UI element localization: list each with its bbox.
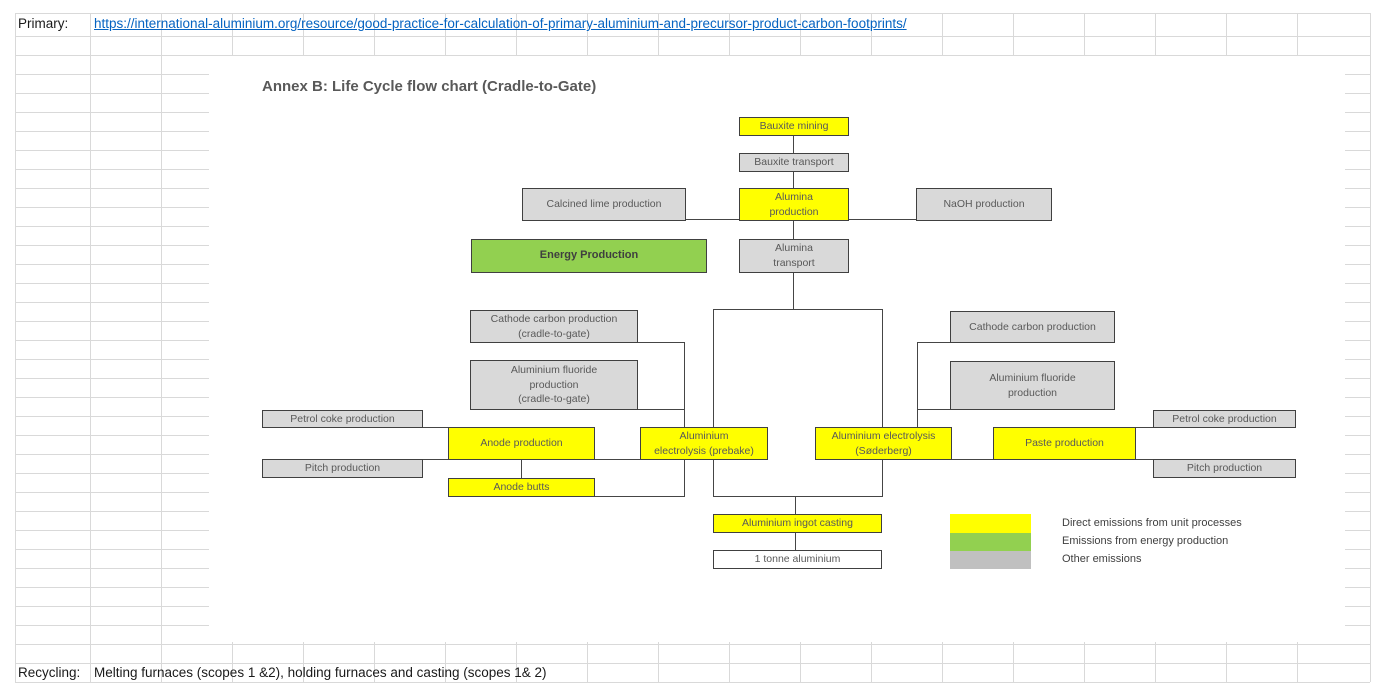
grid-row-line <box>15 13 1370 14</box>
node-aluminium-fluoride-production-left: Aluminium fluoride production (cradle-to… <box>470 360 638 410</box>
node-label: (cradle-to-gate) <box>518 327 590 340</box>
node-label: NaOH production <box>943 198 1025 211</box>
grid-row-line <box>15 663 1370 664</box>
bus-left-upper <box>684 342 685 427</box>
connector-soderberg-paste <box>952 459 993 460</box>
node-label: Cathode carbon production <box>969 320 1096 333</box>
node-pitch-production-right: Pitch production <box>1153 459 1296 478</box>
node-naoh-production: NaOH production <box>916 188 1052 221</box>
node-label: Aluminium electrolysis <box>831 429 936 442</box>
node-label: Cathode carbon production <box>490 312 618 325</box>
connector-anodebutts-bus <box>595 496 685 497</box>
node-label: Bauxite transport <box>754 156 834 169</box>
connector-aluminatransport-electrolysis <box>793 273 794 309</box>
connector-ingot-tonne <box>795 533 796 550</box>
grid-row-line <box>15 36 1370 37</box>
legend-label-direct-emissions: Direct emissions from unit processes <box>1062 517 1242 529</box>
node-label: Calcined lime production <box>546 198 662 211</box>
node-label: Pitch production <box>304 462 381 475</box>
legend-swatch-energy-emissions <box>950 533 1031 551</box>
node-anode-production: Anode production <box>448 427 595 460</box>
node-label: (Søderberg) <box>855 444 912 457</box>
connector-electrolysis-ingot <box>795 497 796 514</box>
node-label: production <box>769 205 819 218</box>
node-label: Aluminium fluoride <box>989 371 1076 384</box>
node-label: (cradle-to-gate) <box>518 393 590 406</box>
node-anode-butts: Anode butts <box>448 478 595 497</box>
node-label: Bauxite mining <box>759 120 829 133</box>
node-alumina-transport: Alumina transport <box>739 239 849 273</box>
connector-fluorideright-bus <box>917 409 950 410</box>
node-label: Alumina <box>775 190 813 203</box>
node-cathode-carbon-production-right: Cathode carbon production <box>950 311 1115 343</box>
node-label: Alumina <box>775 242 813 255</box>
node-aluminium-electrolysis-soderberg: Aluminium electrolysis (Søderberg) <box>815 427 952 460</box>
connector-petrolright-paste <box>1136 427 1153 428</box>
grid-row-line <box>15 644 1370 645</box>
connector-pitchleft-anode <box>423 459 448 460</box>
connector-transport-alumina <box>793 171 794 188</box>
electrolysis-outline-box <box>713 309 883 497</box>
connector-anode-anodebutts <box>521 460 522 478</box>
node-label: 1 tonne aluminium <box>754 553 841 566</box>
node-bauxite-transport: Bauxite transport <box>739 153 849 172</box>
node-pitch-production-left: Pitch production <box>262 459 423 478</box>
node-bauxite-mining: Bauxite mining <box>739 117 849 136</box>
node-petrol-coke-production-right: Petrol coke production <box>1153 410 1296 428</box>
grid-column-line <box>1370 13 1371 682</box>
node-petrol-coke-production-left: Petrol coke production <box>262 410 423 428</box>
node-label: Aluminium fluoride <box>510 363 598 376</box>
grid-row-line <box>15 682 1370 683</box>
connector-pitchright-paste <box>1136 459 1153 460</box>
node-label: Petrol coke production <box>290 412 395 425</box>
cell-recycling-label: Recycling: <box>18 665 81 680</box>
chart-title: Annex B: Life Cycle flow chart (Cradle-t… <box>262 78 597 95</box>
connector-anodeproduction-prebake <box>595 459 640 460</box>
legend-label-other-emissions: Other emissions <box>1062 553 1142 565</box>
node-label: production <box>1007 386 1058 399</box>
cell-recycling-text: Melting furnaces (scopes 1 &2), holding … <box>94 665 547 680</box>
node-label: Anode production <box>480 437 563 450</box>
node-alumina-production: Alumina production <box>739 188 849 221</box>
connector-alumina-aluminatransport <box>793 220 794 239</box>
grid-row-line <box>15 55 1370 56</box>
connector-petrolleft-anode <box>423 427 448 428</box>
node-label: production <box>529 378 579 391</box>
node-label: Aluminium <box>679 429 729 442</box>
node-one-tonne-aluminium: 1 tonne aluminium <box>713 550 882 569</box>
node-label: Petrol coke production <box>1172 412 1277 425</box>
bus-left-lower <box>684 459 685 497</box>
connector-cathodeleft-bus <box>637 342 684 343</box>
node-aluminium-ingot-casting: Aluminium ingot casting <box>713 514 882 533</box>
connector-calcinedlime-alumina <box>686 219 740 220</box>
primary-url-link[interactable]: https://international-aluminium.org/reso… <box>94 16 907 31</box>
node-aluminium-fluoride-production-right: Aluminium fluoride production <box>950 361 1115 410</box>
legend-swatch-direct-emissions <box>950 514 1031 533</box>
connector-mining-transport <box>793 135 794 153</box>
connector-fluorideleft-bus <box>637 409 684 410</box>
node-aluminium-electrolysis-prebake: Aluminium electrolysis (prebake) <box>640 427 768 460</box>
connector-cathoderight-bus <box>917 342 950 343</box>
node-label: Pitch production <box>1186 462 1263 475</box>
node-cathode-carbon-production-left: Cathode carbon production (cradle-to-gat… <box>470 310 638 343</box>
node-label: electrolysis (prebake) <box>654 444 754 457</box>
connector-alumina-naoh <box>848 219 916 220</box>
node-label: Anode butts <box>493 481 550 494</box>
cell-primary-label: Primary: <box>18 16 69 31</box>
node-energy-production: Energy Production <box>471 239 707 273</box>
legend-label-energy-emissions: Emissions from energy production <box>1062 535 1229 547</box>
bus-right <box>917 342 918 427</box>
node-label: Energy Production <box>539 249 639 262</box>
legend-swatch-other-emissions <box>950 551 1031 569</box>
node-label: transport <box>773 257 815 269</box>
node-calcined-lime-production: Calcined lime production <box>522 188 686 221</box>
node-label: Aluminium ingot casting <box>742 517 853 530</box>
grid-column-line <box>161 13 162 682</box>
grid-column-line <box>15 13 16 682</box>
node-label: Paste production <box>1025 437 1104 450</box>
node-paste-production: Paste production <box>993 427 1136 460</box>
grid-column-line <box>90 13 91 682</box>
